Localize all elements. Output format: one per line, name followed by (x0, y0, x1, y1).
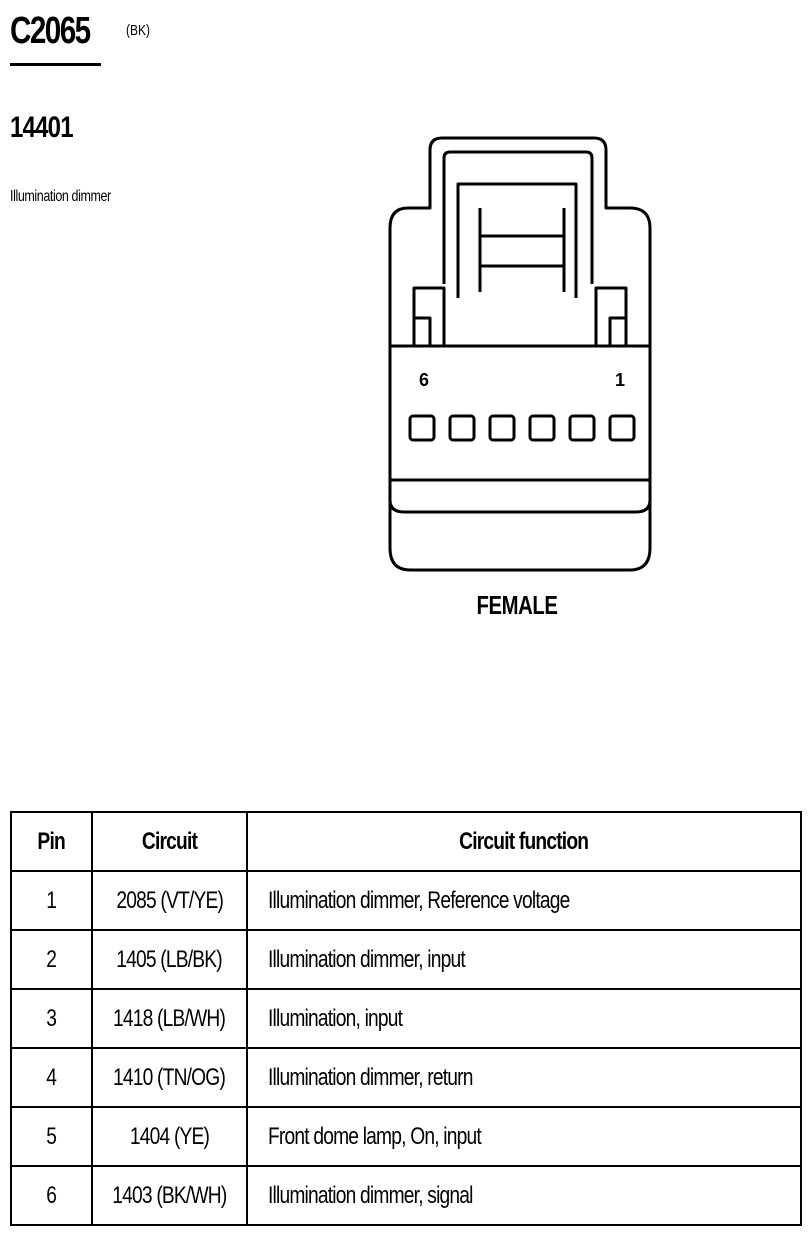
function-cell: Front dome lamp, On, input (246, 1106, 802, 1167)
pin-label-left: 6 (419, 370, 429, 390)
circuit-cell: 1410 (TN/OG) (91, 1047, 248, 1108)
cavity-2 (568, 414, 596, 442)
table-row: 1 2085 (VT/YE) Illumination dimmer, Refe… (10, 870, 802, 931)
function-cell: Illumination dimmer, return (246, 1047, 802, 1108)
part-number: 14401 (10, 111, 74, 144)
latch-channel (442, 150, 594, 284)
latch-tongue (478, 208, 566, 292)
function-cell: Illumination dimmer, Reference voltage (246, 870, 802, 931)
right-lock-tab (594, 286, 628, 346)
cavity-5 (448, 414, 476, 442)
pin-label-right: 1 (615, 370, 625, 390)
pinout-table: Pin Circuit Circuit function 1 2085 (VT/… (10, 811, 802, 1226)
circuit-cell: 2085 (VT/YE) (91, 870, 248, 931)
pin-cell: 5 (10, 1106, 93, 1167)
pin-cell: 6 (10, 1165, 93, 1226)
cavity-6 (408, 414, 436, 442)
cavity-3 (528, 414, 556, 442)
cavity-4 (488, 414, 516, 442)
cavity-1 (608, 414, 636, 442)
table-row: 6 1403 (BK/WH) Illumination dimmer, sign… (10, 1165, 802, 1226)
circuit-cell: 1403 (BK/WH) (91, 1165, 248, 1226)
pin-cell: 3 (10, 988, 93, 1049)
function-cell: Illumination dimmer, signal (246, 1165, 802, 1226)
header-pin: Pin (10, 811, 93, 872)
face-lower-divider (390, 478, 652, 490)
table-row: 5 1404 (YE) Front dome lamp, On, input (10, 1106, 802, 1167)
function-cell: Illumination, input (246, 988, 802, 1049)
pin-cell: 4 (10, 1047, 93, 1108)
header-circuit-function: Circuit function (246, 811, 802, 872)
header-circuit: Circuit (91, 811, 248, 872)
circuit-cell: 1405 (LB/BK) (91, 929, 248, 990)
table-row: 2 1405 (LB/BK) Illumination dimmer, inpu… (10, 929, 802, 990)
left-lock-tab (412, 286, 446, 346)
connector-color: (BK) (126, 22, 150, 39)
circuit-cell: 1404 (YE) (91, 1106, 248, 1167)
face-lower-rim (388, 490, 652, 514)
table-row: 3 1418 (LB/WH) Illumination, input (10, 988, 802, 1049)
component-description: Illumination dimmer (10, 188, 111, 205)
pin-cell: 1 (10, 870, 93, 931)
connector-id: C2065 (10, 10, 91, 52)
pin-cell: 2 (10, 929, 93, 990)
latch-inner-channel (456, 182, 578, 298)
connector-gender-label: FEMALE (476, 590, 558, 620)
table-header-row: Pin Circuit Circuit function (10, 811, 802, 872)
table-row: 4 1410 (TN/OG) Illumination dimmer, retu… (10, 1047, 802, 1108)
connector-face-diagram: 6 1 (388, 136, 652, 572)
connector-body-outline (388, 136, 652, 572)
function-cell: Illumination dimmer, input (246, 929, 802, 990)
circuit-cell: 1418 (LB/WH) (91, 988, 248, 1049)
title-underline (10, 63, 101, 66)
